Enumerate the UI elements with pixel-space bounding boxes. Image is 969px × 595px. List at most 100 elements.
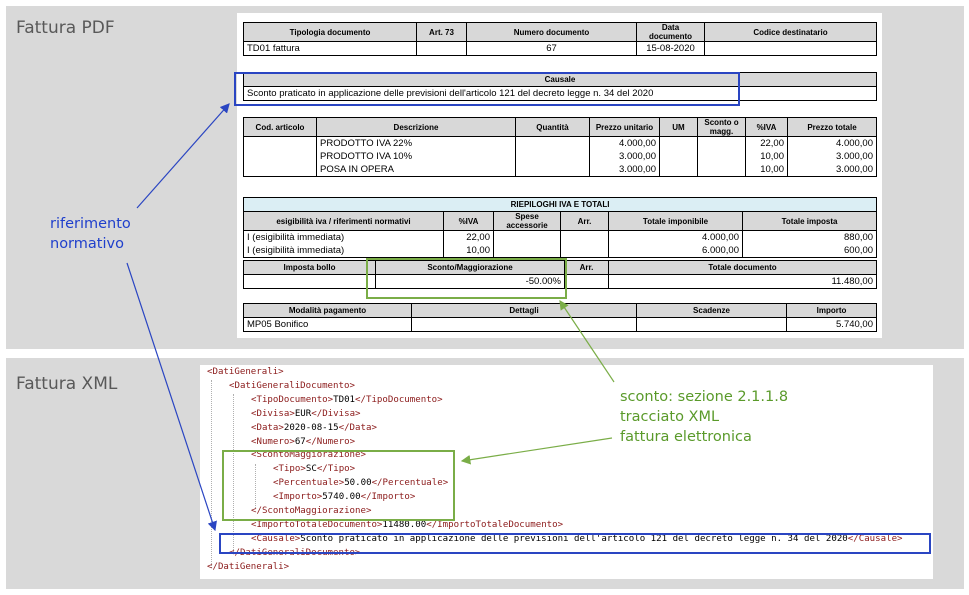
xml-close-tag: </Causale>	[847, 533, 903, 544]
annotation-line: sconto: sezione 2.1.1.8	[620, 389, 789, 405]
table-cell: 15-08-2020	[636, 41, 705, 56]
xml-line: </DatiGeneraliDocumento>	[229, 547, 360, 559]
table-cell	[659, 150, 698, 163]
discount-value: -50.00%	[375, 274, 565, 289]
table-cell	[243, 136, 317, 150]
table-cell	[697, 150, 746, 163]
xml-text: 2020-08-15	[283, 422, 339, 433]
col-header: Arr.	[560, 211, 609, 231]
document-header-table: Tipologia documento Art. 73 Numero docum…	[243, 22, 877, 56]
table-cell	[697, 163, 746, 177]
table-cell: TD01 fattura	[243, 41, 417, 56]
col-header: Totale documento	[608, 260, 877, 275]
table-cell: PRODOTTO IVA 10%	[316, 150, 516, 163]
col-header: esigibilità iva / riferimenti normativi	[243, 211, 444, 231]
xml-open-tag: <Importo>	[273, 492, 323, 503]
xml-close-tag: </Numero>	[305, 436, 356, 447]
table-cell: PRODOTTO IVA 22%	[316, 136, 516, 150]
vat-summary-table: RIEPILOGHI IVA E TOTALI esigibilità iva …	[242, 197, 878, 258]
table-cell	[515, 150, 590, 163]
xml-line: <DatiGenerali>	[207, 366, 284, 378]
col-header: Arr.	[564, 260, 609, 275]
discount-annotation: sconto: sezione 2.1.1.8 tracciato XML fa…	[620, 387, 840, 447]
table-header-row: Tipologia documento Art. 73 Numero docum…	[243, 22, 877, 42]
col-header: Sconto o magg.	[697, 117, 746, 137]
table-cell: 880,00	[741, 230, 878, 244]
table-cell	[564, 274, 609, 289]
xml-text: 67	[294, 436, 306, 447]
vat-summary-title: RIEPILOGHI IVA E TOTALI	[242, 197, 878, 212]
col-header: %IVA	[745, 117, 788, 137]
table-cell: MP05 Bonifico	[243, 317, 412, 332]
indent-guide	[255, 464, 256, 508]
col-header: Importo	[786, 303, 877, 318]
xml-open-tag: <Divisa>	[251, 408, 295, 419]
xml-open-tag: </DatiGeneraliDocumento>	[229, 547, 361, 558]
table-cell: 3.000,00	[787, 150, 877, 163]
line-items-table: Cod. articolo Descrizione Quantità Prezz…	[243, 117, 877, 177]
table-cell	[636, 317, 787, 332]
xml-line: <Numero>67</Numero>	[251, 436, 355, 448]
col-header: Descrizione	[316, 117, 516, 137]
indent-guide	[233, 394, 234, 554]
table-cell: 4.000,00	[608, 230, 743, 244]
xml-open-tag: </DatiGenerali>	[207, 561, 290, 572]
xml-code-sheet	[200, 365, 933, 579]
col-header: Art. 73	[416, 22, 467, 42]
xml-close-tag: </Importo>	[360, 492, 416, 503]
table-cell: 67	[466, 41, 637, 56]
table-cell: POSA IN OPERA	[316, 163, 516, 177]
table-row: POSA IN OPERA 3.000,00 10,00 3.000,00	[243, 163, 877, 177]
col-header: Prezzo totale	[787, 117, 877, 137]
xml-open-tag: <ImportoTotaleDocumento>	[251, 519, 383, 530]
table-cell	[659, 136, 698, 150]
xml-line: <Causale>Sconto praticato in applicazion…	[251, 533, 903, 545]
table-row: -50.00% 11.480,00	[243, 274, 877, 289]
table-cell	[243, 274, 376, 289]
xml-open-tag: <TipoDocumento>	[251, 394, 334, 405]
xml-line: <TipoDocumento>TD01</TipoDocumento>	[251, 394, 443, 406]
xml-line: </ScontoMaggiorazione>	[251, 505, 371, 517]
col-header: Cod. articolo	[243, 117, 317, 137]
col-header: Numero documento	[466, 22, 637, 42]
table-cell	[704, 41, 877, 56]
xml-close-tag: </Percentuale>	[371, 478, 449, 489]
table-header-row: esigibilità iva / riferimenti normativi …	[243, 211, 878, 231]
table-row: Sconto praticato in applicazione delle p…	[243, 86, 877, 101]
xml-close-tag: </ImportoTotaleDocumento>	[426, 519, 564, 530]
table-header-row: Cod. articolo Descrizione Quantità Prezz…	[243, 117, 877, 137]
table-row: PRODOTTO IVA 10% 3.000,00 10,00 3.000,00	[243, 150, 877, 163]
table-header-row: Imposta bollo Sconto/Maggiorazione Arr. …	[243, 260, 877, 275]
table-cell	[416, 41, 467, 56]
col-header: Imposta bollo	[243, 260, 376, 275]
xml-close-tag: </TipoDocumento>	[355, 394, 443, 405]
table-cell: 10,00	[443, 244, 494, 258]
xml-open-tag: <ScontoMaggiorazione>	[251, 450, 366, 461]
table-cell	[515, 136, 590, 150]
xml-line: <Divisa>EUR</Divisa>	[251, 408, 361, 420]
table-cell	[515, 163, 590, 177]
xml-open-tag: <Tipo>	[273, 464, 306, 475]
annotation-line: normativo	[50, 236, 124, 252]
col-header: Spese accessorie	[493, 211, 561, 231]
table-header-row: Modalità pagamento Dettagli Scadenze Imp…	[243, 303, 877, 318]
xml-open-tag: <Data>	[251, 422, 284, 433]
xml-text: 50.00	[344, 478, 372, 489]
causale-table: Causale Sconto praticato in applicazione…	[243, 72, 877, 101]
xml-close-tag: </Divisa>	[311, 408, 361, 419]
xml-text: TD01	[333, 394, 356, 405]
table-cell: 600,00	[741, 244, 878, 258]
table-cell: 4.000,00	[589, 136, 660, 150]
annotation-line: fattura elettronica	[620, 429, 752, 445]
xml-open-tag: <DatiGeneraliDocumento>	[229, 380, 355, 391]
table-cell	[659, 163, 698, 177]
table-cell	[411, 317, 637, 332]
xml-line: <ScontoMaggiorazione>	[251, 449, 366, 461]
payment-table: Modalità pagamento Dettagli Scadenze Imp…	[243, 303, 877, 332]
table-cell: I (esigibilità immediata)	[243, 244, 444, 258]
table-cell: 10,00	[745, 150, 788, 163]
col-header: Dettagli	[411, 303, 637, 318]
xml-text: EUR	[294, 408, 312, 419]
col-header: Sconto/Maggiorazione	[375, 260, 565, 275]
col-header: %IVA	[443, 211, 494, 231]
